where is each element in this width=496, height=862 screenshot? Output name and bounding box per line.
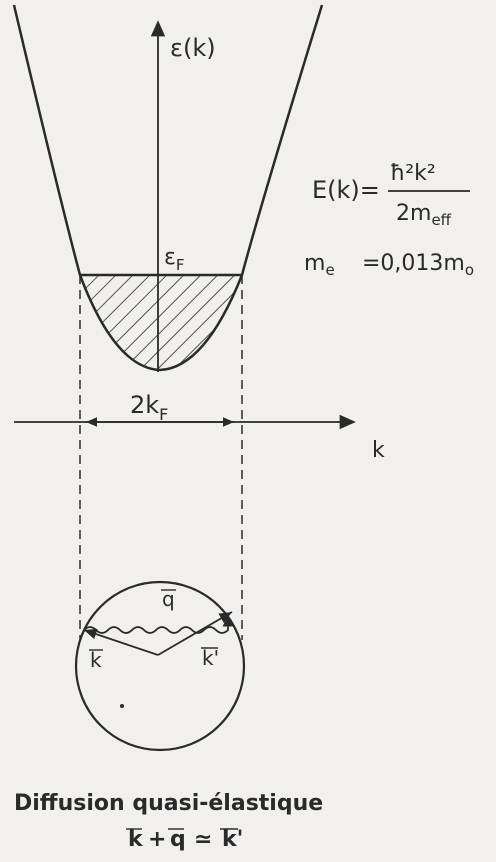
caption-eq-plus: + <box>148 827 166 852</box>
vector-kprime-label: k' <box>202 646 219 670</box>
fermi-circle <box>74 580 246 752</box>
center-dot <box>120 704 124 708</box>
vector-q <box>83 614 234 634</box>
dispersion-formula-denominator: 2meff <box>396 201 452 229</box>
energy-axis-label: ε(k) <box>170 34 216 62</box>
vector-q-label: q <box>162 587 175 611</box>
dispersion-formula-lhs: E(k)= <box>312 176 380 204</box>
caption-title: Diffusion quasi-élastique <box>14 791 323 816</box>
caption-eq-q: q <box>170 827 186 852</box>
fermi-level-label: εF <box>164 245 185 274</box>
vector-kprime <box>157 611 233 656</box>
dispersion-formula-numerator: ħ²k² <box>390 161 436 186</box>
caption-eq-approx: ≃ <box>194 827 212 852</box>
mass-symbol: me <box>304 251 335 279</box>
kf-width-label: 2kF <box>130 391 168 424</box>
vector-k <box>83 628 159 656</box>
fermi-sea-hatching <box>80 275 242 370</box>
caption-eq-kprime: k' <box>222 827 243 852</box>
mass-value: =0,013mo <box>362 251 474 279</box>
vector-k-label: k <box>90 648 102 672</box>
caption-equation: k + q ≃ k' <box>126 827 243 852</box>
k-axis-label: k <box>372 438 385 463</box>
caption-eq-k: k <box>128 827 144 852</box>
